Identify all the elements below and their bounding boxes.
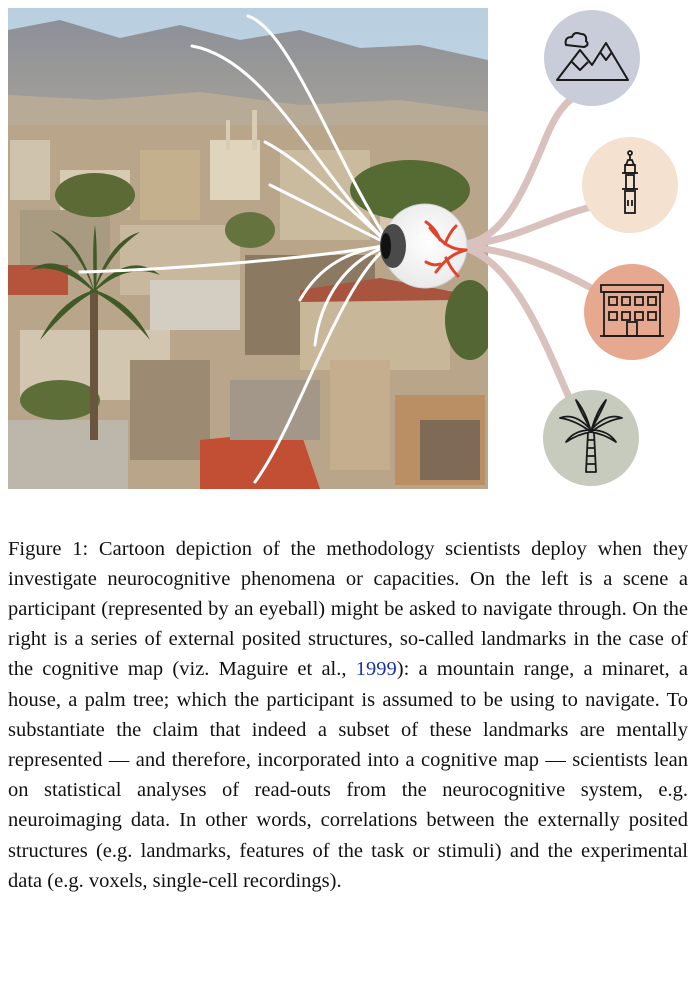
landmark-palm-tree bbox=[543, 390, 639, 486]
house-icon bbox=[600, 284, 664, 337]
figure-illustration bbox=[0, 0, 695, 495]
landmark-house bbox=[584, 264, 680, 360]
eyeball-icon bbox=[380, 203, 468, 289]
citation-link[interactable]: 1999 bbox=[355, 658, 397, 681]
palm-tree-icon bbox=[559, 399, 623, 473]
mountain-icon bbox=[556, 32, 629, 81]
landmark-mountain bbox=[544, 10, 640, 106]
sight-lines bbox=[78, 14, 392, 484]
figure-caption: Figure 1: Cartoon depiction of the metho… bbox=[8, 534, 688, 896]
minaret-icon bbox=[622, 150, 638, 214]
landmark-minaret bbox=[582, 137, 678, 233]
figure-label: Figure 1: bbox=[8, 537, 89, 560]
caption-text-part2: ): a mountain range, a minaret, a house,… bbox=[8, 658, 688, 892]
caption-text-part1: Cartoon depiction of the methodology sci… bbox=[8, 537, 689, 681]
